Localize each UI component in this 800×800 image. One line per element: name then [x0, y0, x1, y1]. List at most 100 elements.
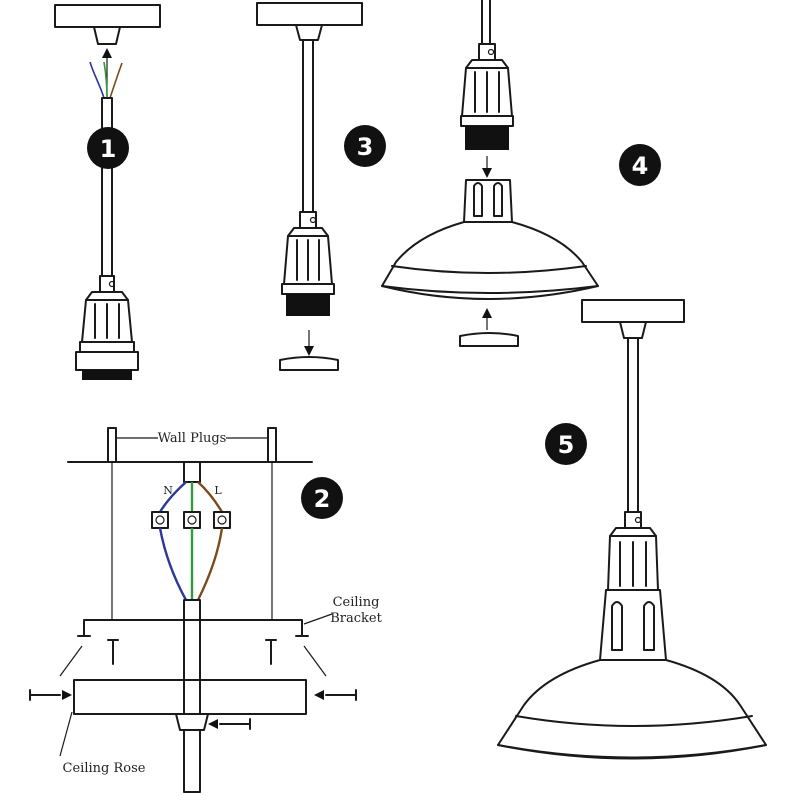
step-number-4: 4 — [632, 152, 649, 180]
step-number-5: 5 — [558, 431, 575, 459]
rose-outlet — [175, 713, 209, 731]
step-badge-3 — [344, 125, 386, 167]
gland-screw — [634, 516, 642, 524]
shade-band — [515, 715, 753, 727]
shade-neck — [463, 179, 513, 223]
mains-cable — [183, 461, 201, 483]
step-badge-1 — [87, 127, 129, 169]
shade-neck-slots — [473, 182, 503, 217]
step-3-illustration: 3 — [256, 2, 386, 371]
cable-gland — [478, 43, 496, 61]
pendant-cable — [302, 39, 314, 221]
pendant-cable-bottom — [183, 729, 201, 793]
ceiling-plate — [581, 299, 685, 323]
terminal-screw — [155, 515, 165, 525]
gland-screw — [487, 48, 495, 56]
ceiling-rose-label: Ceiling Rose — [63, 761, 146, 776]
side-screw-left — [29, 689, 61, 701]
cable-gland — [624, 511, 642, 529]
bracket-pointer — [303, 613, 333, 625]
wall-plug-left — [107, 427, 117, 463]
rose-pointer — [59, 711, 73, 757]
holder-cap — [85, 291, 129, 301]
pendant-cable-mid — [183, 619, 201, 681]
bracket-screw-left — [107, 639, 119, 665]
step-number-2: 2 — [314, 485, 331, 513]
ceiling-plate — [54, 4, 161, 28]
arrow-left-head — [208, 719, 218, 729]
ceiling-plate — [256, 2, 363, 26]
neutral-label: N — [163, 484, 173, 497]
arrow-up-head — [482, 308, 492, 318]
holder-cap — [609, 527, 657, 537]
pendant-cable-rose — [183, 679, 201, 715]
holder-collar — [79, 341, 135, 353]
holder-ribs — [474, 71, 500, 113]
terminal-screw — [217, 515, 227, 525]
holder-ribs — [619, 541, 647, 587]
shade-band — [391, 265, 587, 274]
arrow-down-head — [304, 346, 314, 356]
gland-screw — [309, 216, 317, 224]
holder-collar — [281, 283, 335, 295]
step-number-3: 3 — [357, 133, 374, 161]
plate-terminal — [619, 321, 647, 339]
holder-cap — [287, 227, 329, 237]
ceiling-bracket-label-2: Bracket — [330, 611, 382, 626]
terminal-live — [213, 511, 231, 529]
gland-screw — [108, 280, 116, 288]
arrow-down-head — [482, 168, 492, 178]
terminal-earth — [183, 511, 201, 529]
lamp-shade — [497, 659, 767, 759]
step-5-illustration: 5 — [497, 299, 767, 760]
holder-thread — [286, 294, 330, 316]
holder-collar — [460, 115, 514, 127]
wire-blue-top — [158, 481, 187, 513]
lamp-shade — [381, 221, 599, 294]
side-screw-right — [325, 689, 357, 701]
arrow-left-head — [314, 690, 324, 700]
pendant-cable-top — [183, 599, 201, 621]
step-number-1: 1 — [100, 135, 117, 163]
bracket-screw-right — [265, 639, 277, 665]
cable-gland — [99, 275, 115, 293]
live-label: L — [214, 484, 222, 497]
pendant-cable — [627, 337, 639, 519]
ceiling-bracket-label-1: Ceiling — [333, 595, 380, 610]
wire-blue — [89, 61, 105, 99]
plate-terminal — [295, 24, 323, 41]
wire-brown-top — [197, 481, 224, 513]
outlet-screw — [219, 718, 251, 730]
step-2-illustration: Wall Plugs N L Ceiling Bracket — [29, 427, 383, 793]
pendant-cable — [101, 97, 113, 289]
shade-ring — [459, 332, 519, 347]
step-4-illustration: 4 — [381, 0, 661, 347]
guide-diagonal — [59, 645, 83, 677]
wall-plug-right — [267, 427, 277, 463]
terminal-neutral — [151, 511, 169, 529]
wire-blue-bottom — [158, 527, 188, 601]
holder-thread — [465, 126, 509, 150]
holder-ribs — [296, 239, 320, 281]
holder-cap — [465, 59, 509, 69]
step-badge-4 — [619, 144, 661, 186]
wire-brown — [109, 62, 123, 99]
shade-rim — [381, 285, 599, 300]
wall-plugs-label: Wall Plugs — [158, 431, 227, 446]
shade-ring — [279, 356, 339, 371]
terminal-screw — [187, 515, 197, 525]
wire-brown-bottom — [196, 527, 224, 601]
arrow-right-head — [62, 690, 72, 700]
shade-neck-slots — [611, 601, 655, 651]
step-1-illustration: 1 — [54, 4, 161, 380]
step-badge-2 — [301, 477, 343, 519]
shade-rim — [497, 744, 767, 760]
shade-neck — [599, 589, 667, 661]
holder-thread — [82, 370, 132, 380]
holder-ring — [75, 351, 139, 371]
guide-diagonal — [303, 645, 327, 677]
step-badge-5 — [545, 423, 587, 465]
holder-ribs — [94, 303, 120, 339]
